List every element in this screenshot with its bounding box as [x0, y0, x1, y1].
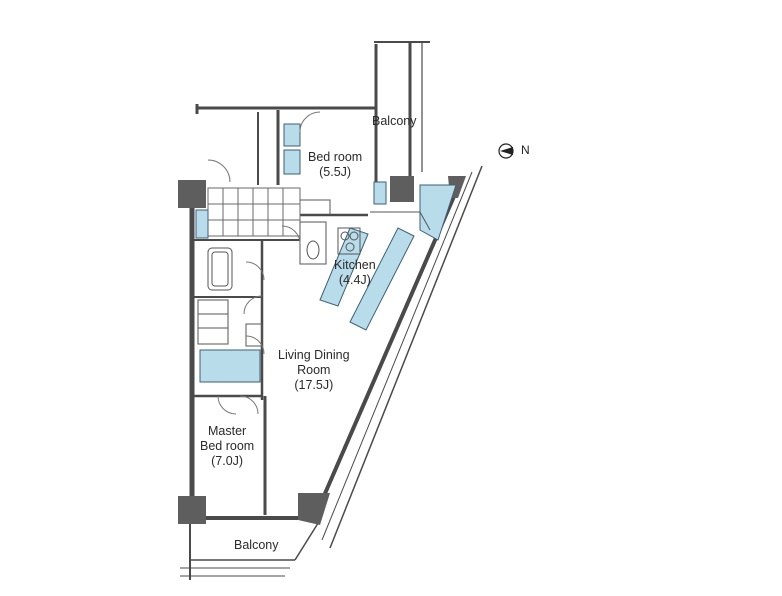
kitchen-label: Kitchen (4.4J): [334, 258, 376, 288]
door-swing-toilet: [281, 225, 301, 245]
living-name-2: Room: [297, 363, 331, 377]
balcony-bottom-text: Balcony: [234, 538, 279, 552]
door-swing-bath: [245, 261, 265, 281]
compass-letter: N: [521, 143, 530, 157]
master-name-2: Bed room: [200, 439, 255, 453]
master-label: Master Bed room (7.0J): [200, 424, 254, 469]
bedroom-label: Bed room (5.5J): [308, 150, 362, 180]
stove: [337, 227, 361, 255]
closet-bedroom-2: [283, 149, 301, 175]
bedroom-size: (5.5J): [319, 165, 352, 179]
structural-columns: [178, 176, 466, 525]
kitchen-closet: [300, 199, 331, 215]
balcony-top-text: Balcony: [372, 114, 417, 128]
column-sw: [178, 496, 206, 524]
living-name-1: Living Dining: [278, 348, 350, 362]
balcony-top-label: Balcony: [372, 114, 416, 129]
north-arrow-icon: [498, 143, 514, 159]
door-swing-bedroom: [299, 111, 321, 133]
kitchen-cabinet-top: [373, 181, 387, 205]
column-nw: [178, 180, 206, 208]
door-swing-entry: [207, 159, 231, 183]
living-label: Living Dining Room (17.5J): [278, 348, 350, 393]
balcony-bottom-diag: [294, 519, 321, 561]
diagonal-rail-inner: [321, 171, 473, 541]
entry-tile-grid: [207, 187, 301, 237]
balcony-storage-ne: [419, 184, 457, 241]
kitchen-counter-right: [349, 227, 415, 331]
closet-bedroom-1: [283, 123, 301, 147]
kitchen-wall-diag: [370, 211, 431, 231]
door-swing-bath-2: [243, 295, 263, 315]
kitchen-counter-left: [319, 227, 369, 307]
kitchen-name: Kitchen: [334, 258, 376, 272]
bathtub-inner: [211, 251, 229, 287]
bedroom-name: Bed room: [308, 150, 363, 164]
balcony-bottom-label: Balcony: [234, 538, 278, 553]
storage-nw: [195, 209, 209, 239]
bathtub: [207, 247, 233, 291]
toilet-bowl: [306, 240, 320, 260]
column-mid-top: [390, 176, 414, 202]
toilet-room: [299, 221, 327, 265]
door-swing-master-2: [239, 395, 259, 415]
master-size: (7.0J): [211, 454, 244, 468]
shelf-unit: [197, 299, 229, 345]
washbasin-counter: [199, 349, 261, 383]
door-swing-master: [217, 395, 237, 415]
master-name-1: Master: [208, 424, 247, 438]
washer: [245, 323, 263, 347]
living-size: (17.5J): [294, 378, 334, 392]
kitchen-size: (4.4J): [338, 273, 371, 287]
diagonal-balcony-rail: [329, 165, 483, 549]
column-se: [298, 493, 330, 525]
door-swing-living: [245, 335, 265, 355]
